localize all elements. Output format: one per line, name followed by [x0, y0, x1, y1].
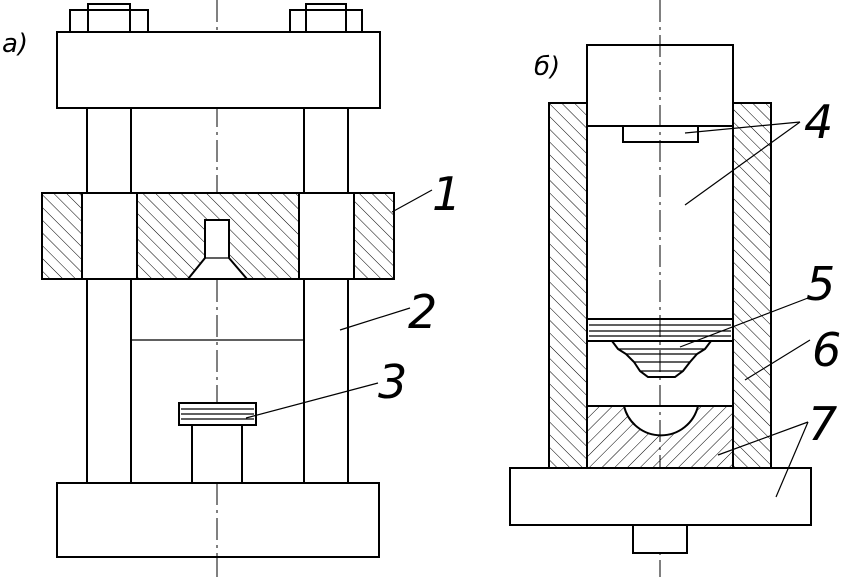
view-a-label: а)	[2, 29, 28, 59]
callout-4: 4	[804, 95, 833, 149]
callout-5: 5	[806, 257, 835, 311]
view-b-die-assembly: б) 4 5 6 7	[509, 0, 841, 577]
leader-7a	[717, 421, 809, 456]
top-crosshead	[56, 31, 381, 109]
container-wall-right	[732, 102, 772, 469]
top-nut-left	[69, 9, 149, 33]
callout-6: 6	[812, 323, 841, 377]
leader-4a	[684, 121, 801, 134]
view-b-label: б)	[534, 52, 560, 82]
workpiece-b-profile	[596, 340, 724, 378]
anvil-stem	[191, 424, 243, 484]
leader-2	[339, 307, 411, 331]
container-wall-left	[548, 102, 588, 469]
column-left	[86, 107, 132, 484]
leader-1	[391, 189, 433, 213]
column-right	[303, 107, 349, 484]
callout-7: 7	[808, 397, 837, 451]
view-a-press: а) 1 2 3	[2, 0, 461, 577]
leader-6	[744, 339, 811, 381]
slide-side-left	[41, 192, 83, 280]
lower-die-cavity	[622, 405, 700, 437]
leader-3	[245, 382, 379, 419]
slide-side-right	[353, 192, 395, 280]
callout-1: 1	[432, 167, 461, 221]
ejector-stem	[632, 524, 688, 554]
top-nut-right	[289, 9, 363, 33]
callout-3: 3	[378, 355, 407, 409]
view-b-base	[509, 467, 812, 526]
leader-7b	[775, 421, 809, 498]
leader-4b	[684, 121, 801, 206]
view-a-base	[56, 482, 380, 558]
leader-5	[679, 297, 809, 348]
callout-2: 2	[408, 285, 437, 339]
